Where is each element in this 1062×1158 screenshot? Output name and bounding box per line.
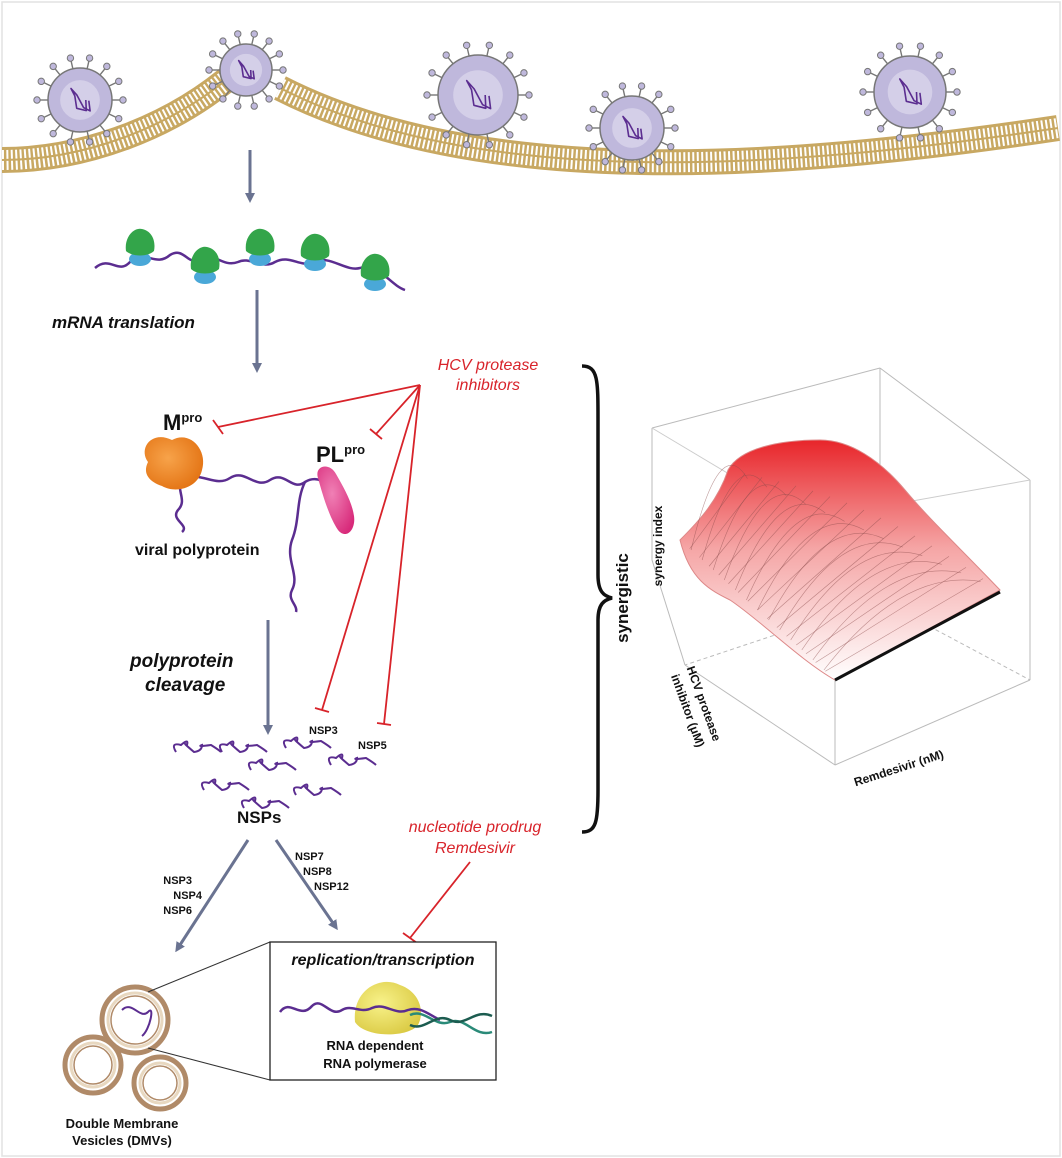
nsp-left-3: NSP6 [163,905,192,917]
synergy-brace [581,364,613,834]
nsp-protein [240,796,290,810]
nsp-protein [292,783,342,797]
viral-polyprotein-graphic [144,437,355,613]
nsp-right-3: NSP12 [314,881,349,893]
virus-particle [205,30,287,110]
rdrp-label-line1: RNA dependent [326,1038,424,1053]
nsp-proteins [172,736,377,810]
synergistic-label: synergistic [613,553,632,643]
x-axis-label: Remdesivir (nM) [852,747,945,789]
ribosomes-on-mrna [94,228,406,292]
nsp3-target-label: NSP3 [309,725,338,737]
nsp-left-1: NSP3 [163,875,192,887]
virus-particle [33,54,127,146]
ribosome [360,253,390,291]
nucleotide-prodrug-label-line2: Remdesivir [435,840,516,857]
nsp-left-2: NSP4 [173,890,203,902]
ribosome [300,233,330,271]
ribosome [190,246,220,284]
dmv-label-line2: Vesicles (DMVs) [72,1133,172,1148]
plpro-enzyme [317,466,355,535]
mrna-translation-label: mRNA translation [52,313,195,332]
synergy-surface-plot [651,367,1031,766]
hcv-inhibitors-label-line1: HCV protease [438,357,539,374]
dmv-label-line1: Double Membrane [66,1116,179,1131]
polyprotein-cleavage-label-line1: polyprotein [129,651,233,672]
nsp-protein [200,778,250,792]
nsp-protein [327,753,377,767]
virus-particle [423,41,533,149]
ribosome [125,228,155,266]
virus-particles [33,30,961,174]
nsp-protein [172,740,222,754]
replication-arrow [274,839,338,931]
nsp-protein [218,740,268,754]
nsps-label: NSPs [237,808,281,827]
hcv-inhibitors-label-line2: inhibitors [456,377,520,394]
nsp-right-1: NSP7 [295,851,324,863]
mpro-label: Mpro [163,410,202,435]
double-membrane-vesicles [62,941,271,1112]
z-axis-label: synergy index [651,505,665,586]
nsp5-target-label: NSP5 [358,740,387,752]
remdesivir-inhibition-line [402,861,471,944]
virus-particle [859,42,961,142]
rdrp-graphic [278,981,493,1035]
nucleotide-prodrug-label-line1: nucleotide prodrug [409,819,542,836]
nsp-protein [247,758,297,772]
ribosome [245,228,275,266]
virus-particle [585,82,679,174]
replication-transcription-label: replication/transcription [291,952,474,969]
plpro-label: PLpro [316,442,365,467]
inhibition-lines [212,384,421,726]
rdrp-label-line2: RNA polymerase [323,1056,427,1071]
polyprotein-cleavage-label-line2: cleavage [145,675,226,696]
viral-polyprotein-label: viral polyprotein [135,542,259,559]
mpro-enzyme [144,437,204,490]
nsp-right-2: NSP8 [303,866,332,878]
dmv-arrow [175,839,250,953]
nsp-protein [282,736,332,750]
